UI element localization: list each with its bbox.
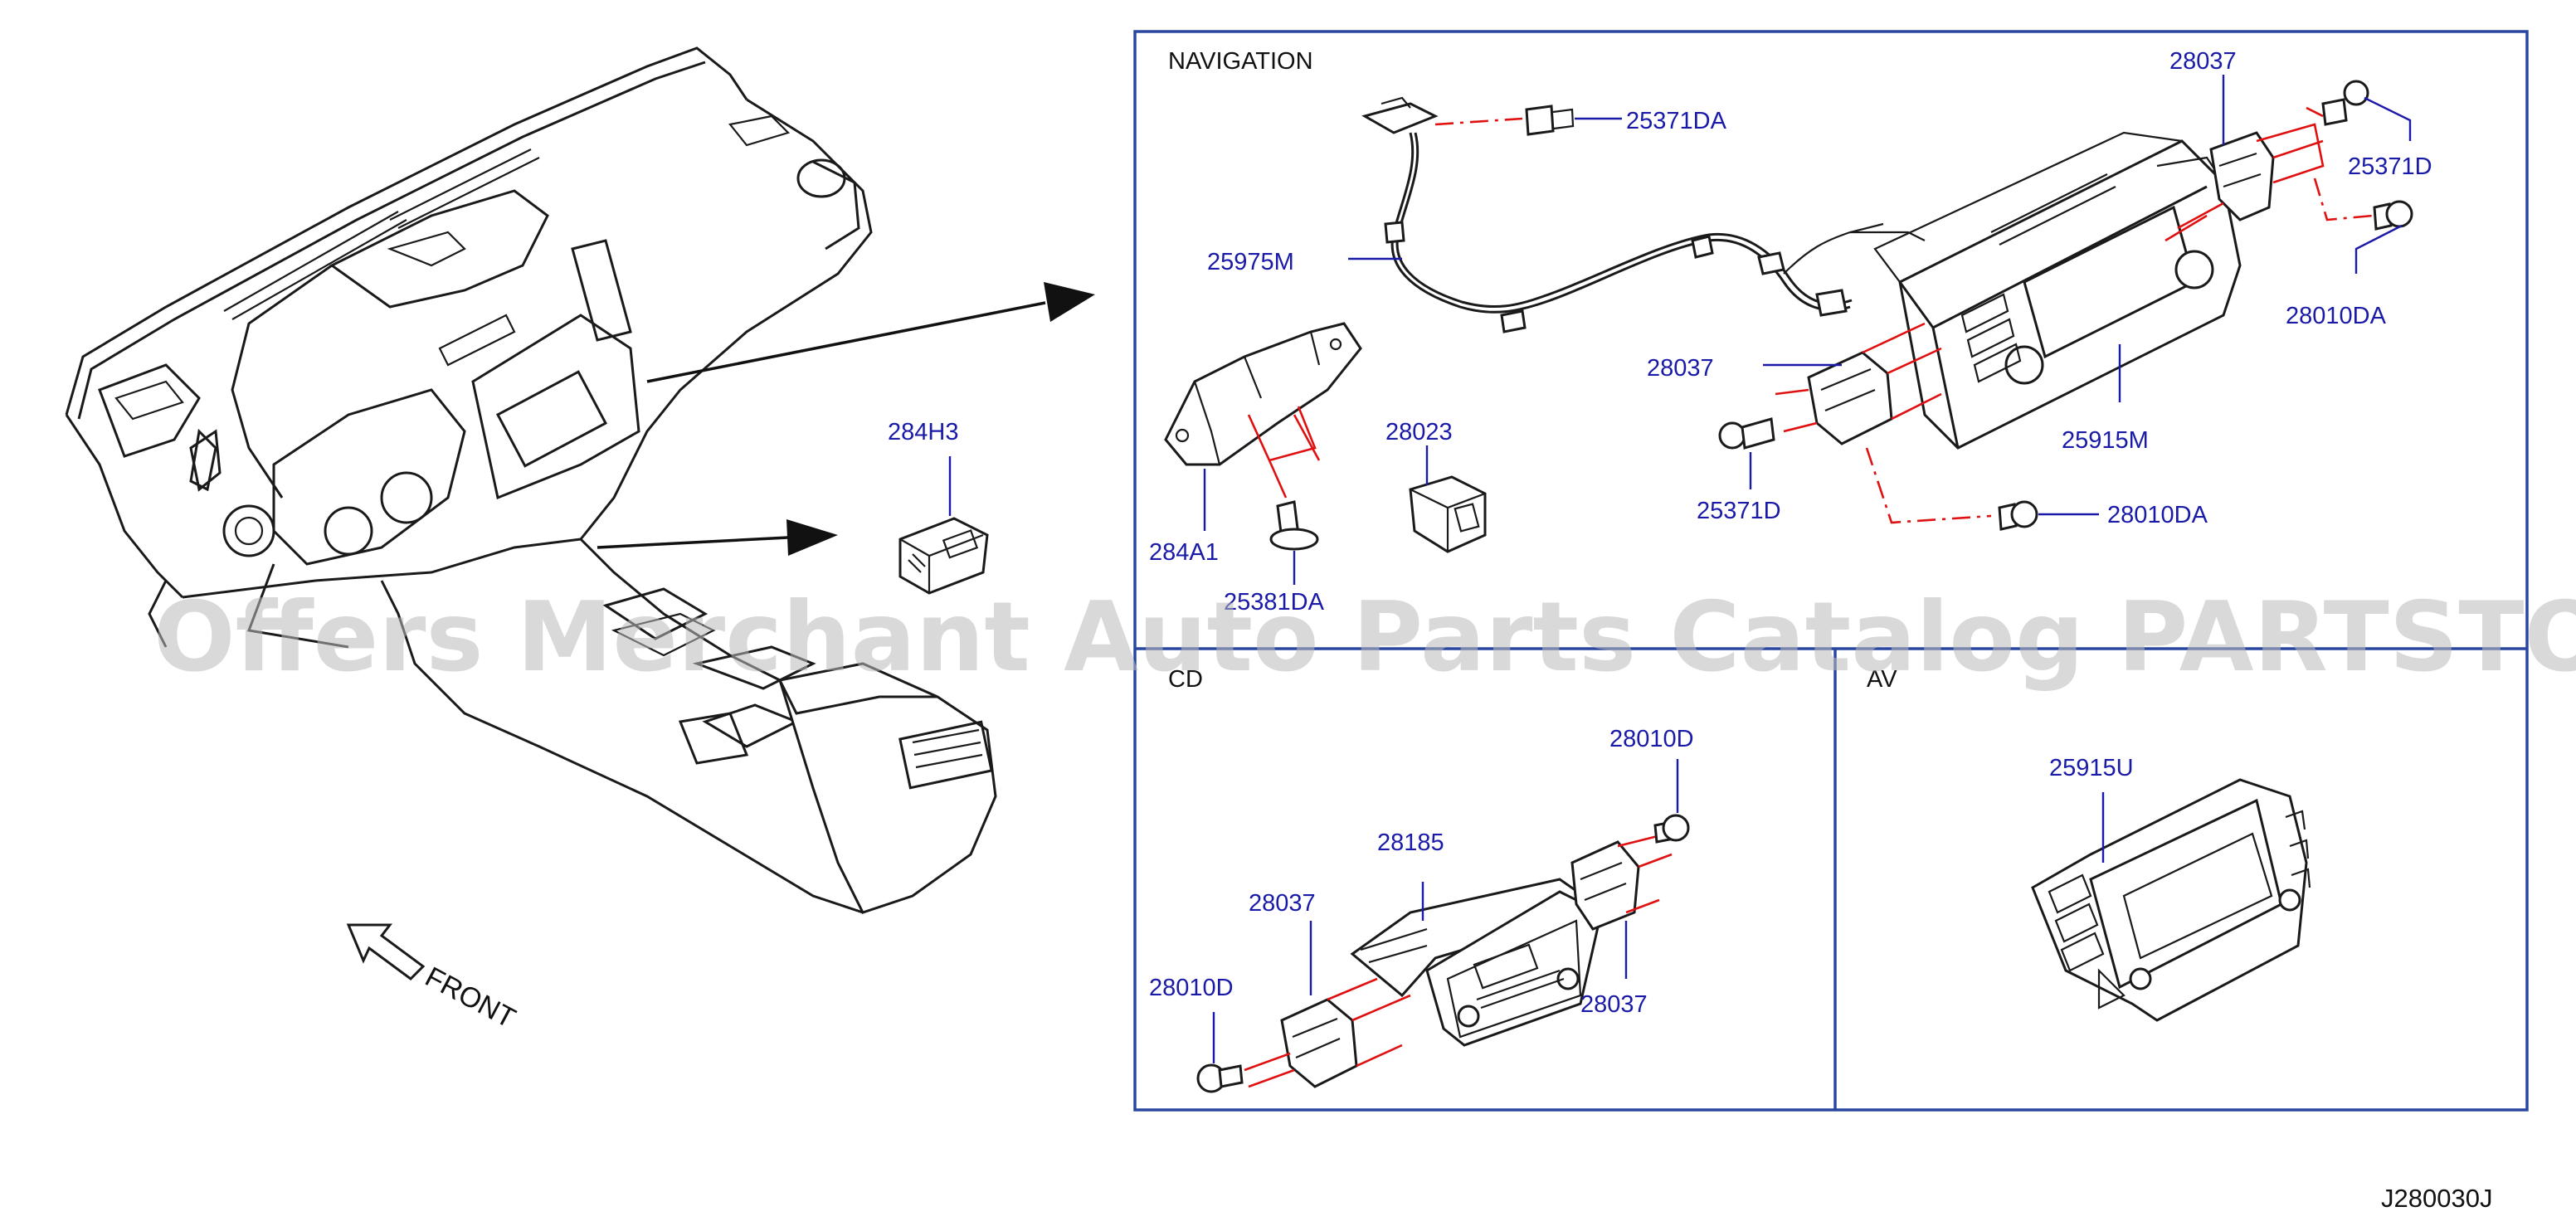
part-25915U-av-unit: 25915U: [2031, 755, 2311, 1022]
pointer-arrows: [597, 282, 1095, 556]
section-frames: [1133, 30, 2529, 1112]
part-28037-cd-left-bracket: 28037: [1244, 890, 1411, 1088]
section-title-cd: CD: [1168, 666, 1203, 693]
part-284A1-bracket: 284A1: [1149, 322, 1362, 566]
part-25371DA-screw: 25371DA: [1434, 105, 1727, 136]
label-25915U: 25915U: [2049, 755, 2134, 781]
part-25381DA-screw: 25381DA: [1224, 500, 1325, 616]
diagram-code: J280030J: [2381, 1184, 2492, 1213]
part-28023-switch: 28023: [1385, 419, 1487, 553]
part-28185-cd-unit: 28185: [1350, 830, 1605, 1047]
part-28010D-cd-top-screw: 28010D: [1609, 726, 1694, 844]
label-28010DA-bottom: 28010DA: [2107, 502, 2208, 528]
label-28037-cd-right: 28037: [1580, 991, 1648, 1018]
label-28010D-cd-bottom: 28010D: [1149, 975, 1234, 1001]
label-25371D-nav-bottom: 25371D: [1697, 498, 1781, 524]
part-28010D-cd-bottom-screw: 28010D: [1149, 975, 1244, 1093]
label-25915M: 25915M: [2062, 427, 2149, 454]
label-284A1: 284A1: [1149, 539, 1219, 566]
part-28010DA-bottom-screw: 28010DA: [1865, 447, 2208, 531]
label-28037-nav-mid: 28037: [1647, 355, 1714, 382]
label-28023: 28023: [1385, 419, 1453, 445]
part-25371D-nav-bottom-screw: 25371D: [1697, 417, 1781, 524]
part-284H3: 284H3: [888, 419, 989, 595]
label-284H3: 284H3: [888, 419, 958, 445]
label-28010DA-right: 28010DA: [2286, 303, 2387, 329]
part-25975M-harness: 25975M: [1207, 96, 1926, 333]
dashboard-assembly: [65, 46, 997, 914]
label-25371D-nav-right: 25371D: [2348, 153, 2432, 180]
label-25975M: 25975M: [1207, 249, 1294, 275]
section-title-av: AV: [1867, 666, 1897, 693]
section-title-navigation: NAVIGATION: [1168, 48, 1313, 75]
front-label: FRONT: [420, 961, 520, 1035]
label-28037-nav-top: 28037: [2169, 48, 2237, 75]
part-25371D-nav-right-screw: 25371D: [2306, 80, 2432, 180]
part-28037-cd-right-bracket: 28037: [1570, 832, 1673, 1018]
front-direction-indicator: FRONT: [346, 923, 520, 1035]
part-28010DA-right-screw: 28010DA: [2286, 178, 2413, 329]
label-28010D-cd-top: 28010D: [1609, 726, 1694, 752]
label-25381DA: 25381DA: [1224, 589, 1325, 616]
part-28037-nav-mid-bracket: 28037: [1647, 322, 1942, 445]
label-25371DA: 25371DA: [1626, 108, 1727, 134]
label-28185: 28185: [1377, 830, 1444, 856]
part-25915M-nav-unit: 25915M: [1873, 131, 2242, 454]
part-28037-nav-top-bracket: 28037: [2165, 48, 2325, 242]
label-28037-cd-left: 28037: [1249, 890, 1316, 917]
watermark: Offers Merchant Auto Parts Catalog PARTS…: [153, 581, 2576, 693]
